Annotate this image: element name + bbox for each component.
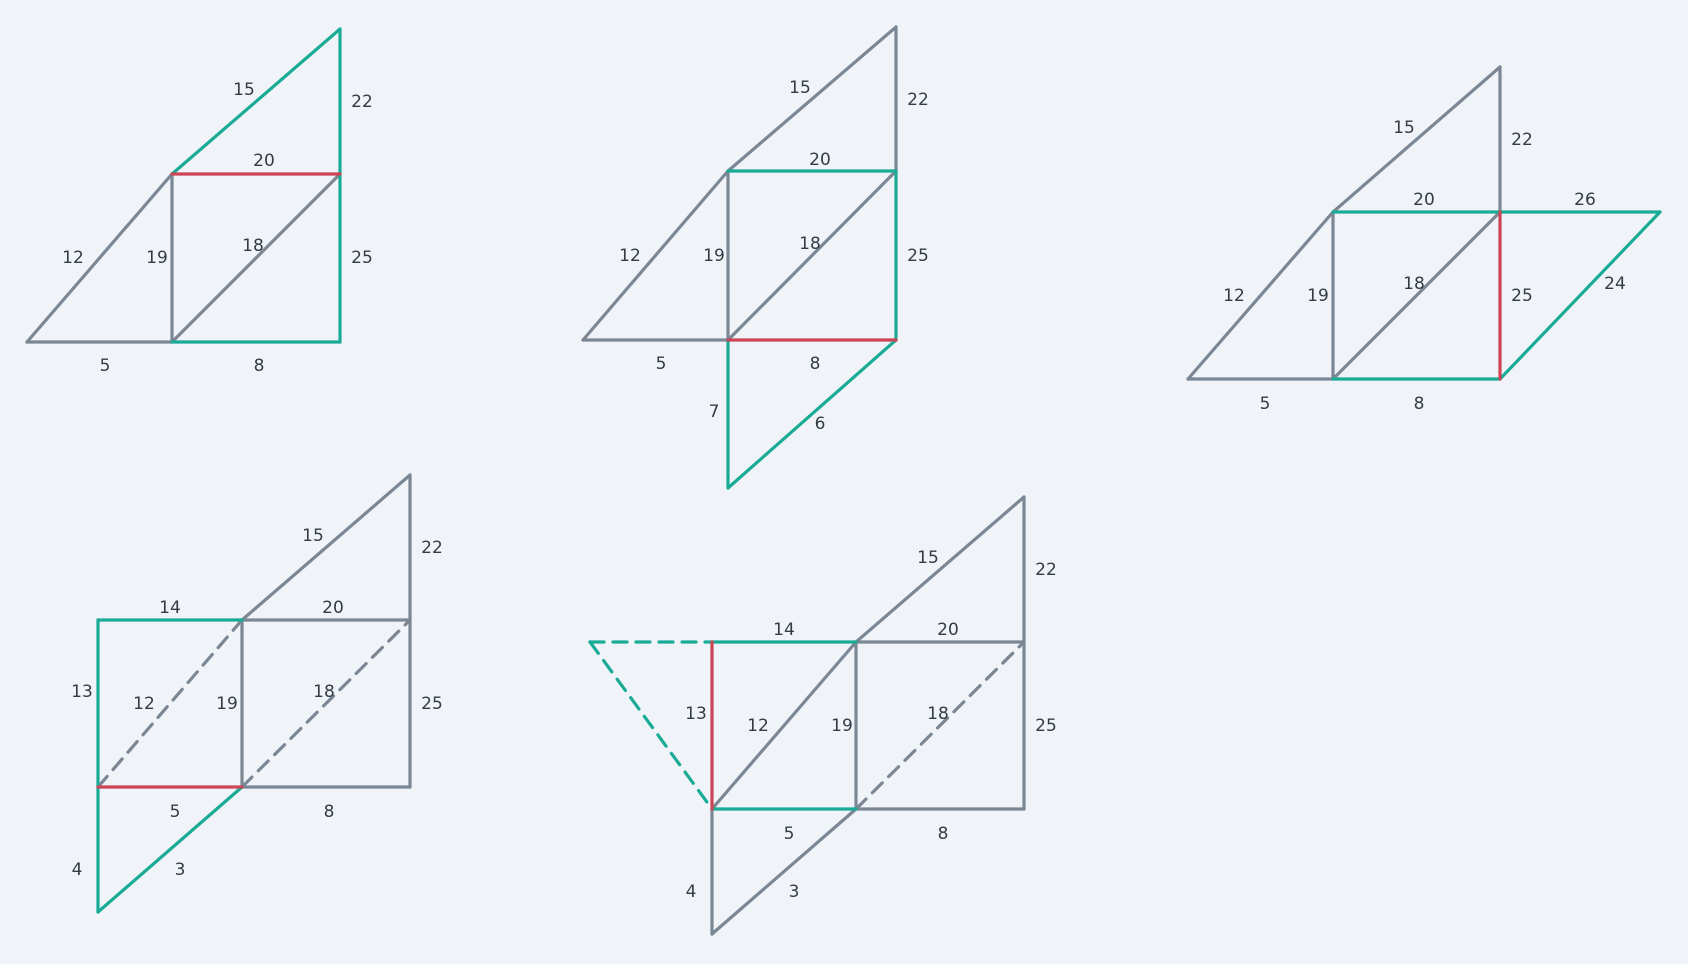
edge-label: 5 [100, 356, 111, 376]
edge-label: 25 [1511, 286, 1533, 306]
edge-label: 22 [1035, 560, 1057, 580]
edge-teal-unlabeled [588, 640, 714, 811]
edge-label: 22 [907, 90, 929, 110]
edge-label: 13 [71, 682, 93, 702]
edge-label: 22 [351, 92, 373, 112]
edge-label: 19 [146, 248, 168, 268]
edge-gray-12 [581, 169, 730, 342]
edge-gray-12 [96, 618, 244, 789]
diagram-5: 15 22 14 20 13 12 19 18 25 5 8 4 3 [588, 495, 1057, 936]
edge-label: 20 [253, 151, 275, 171]
edge-label: 12 [747, 716, 769, 736]
edge-label: 19 [1307, 286, 1329, 306]
diagram-1: 15 22 20 12 19 18 25 5 8 [25, 27, 373, 376]
edge-gray-12 [1186, 210, 1335, 381]
edge-teal-3 [96, 785, 244, 914]
edge-label: 25 [1035, 716, 1057, 736]
edge-label: 18 [927, 704, 949, 724]
edge-label: 20 [809, 150, 831, 170]
edge-label: 18 [313, 682, 335, 702]
edge-label: 5 [656, 354, 667, 374]
edge-label: 5 [170, 802, 181, 822]
edge-gray-18 [240, 618, 412, 789]
edge-label: 3 [175, 860, 186, 880]
edge-teal-24 [1498, 210, 1662, 381]
edge-label: 19 [216, 694, 238, 714]
edge-label: 20 [322, 598, 344, 618]
edge-label: 5 [1260, 394, 1271, 414]
edge-label: 26 [1574, 190, 1596, 210]
edge-label: 6 [815, 414, 826, 434]
edge-label: 12 [133, 694, 155, 714]
edge-label: 15 [302, 526, 324, 546]
edge-label: 4 [686, 882, 697, 902]
edge-label: 15 [1393, 118, 1415, 138]
edge-teal-15 [170, 27, 342, 176]
edge-gray-3 [710, 807, 858, 936]
edge-label: 7 [709, 402, 720, 422]
edge-label: 5 [784, 824, 795, 844]
edge-gray-12 [710, 640, 858, 811]
edge-gray-15 [726, 25, 898, 173]
edge-teal-6 [726, 338, 898, 490]
edge-label: 19 [703, 246, 725, 266]
edge-label: 15 [233, 80, 255, 100]
edge-label: 8 [938, 824, 949, 844]
edge-label: 20 [1413, 190, 1435, 210]
diagram-2: 15 22 20 12 19 18 25 5 8 7 6 [581, 25, 929, 490]
diagram-4: 15 22 14 20 13 12 19 18 25 5 8 4 3 [71, 473, 443, 914]
edge-label: 22 [421, 538, 443, 558]
edge-label: 3 [789, 882, 800, 902]
edge-gray-18 [1331, 210, 1502, 381]
edge-label: 4 [72, 860, 83, 880]
edge-gray-15 [240, 473, 412, 622]
edge-label: 25 [421, 694, 443, 714]
edge-label: 15 [789, 78, 811, 98]
edge-gray-18 [170, 172, 342, 344]
edge-label: 14 [159, 598, 181, 618]
edge-label: 18 [242, 236, 264, 256]
edge-label: 12 [62, 248, 84, 268]
edge-label: 15 [917, 548, 939, 568]
edge-label: 18 [799, 234, 821, 254]
edge-label: 20 [937, 620, 959, 640]
edge-gray-18 [854, 640, 1026, 811]
edge-gray-15 [1331, 65, 1502, 214]
edge-gray-18 [726, 169, 898, 342]
edge-label: 25 [907, 246, 929, 266]
diagram-3: 15 22 20 26 12 19 18 25 24 5 8 [1186, 65, 1662, 414]
edge-label: 12 [1223, 286, 1245, 306]
edge-label: 8 [324, 802, 335, 822]
edge-label: 8 [810, 354, 821, 374]
edge-label: 8 [254, 356, 265, 376]
edge-gray-12 [25, 172, 174, 344]
edge-label: 22 [1511, 130, 1533, 150]
edge-label: 18 [1403, 274, 1425, 294]
edge-label: 12 [619, 246, 641, 266]
edge-label: 19 [831, 716, 853, 736]
edge-label: 14 [773, 620, 795, 640]
edge-label: 25 [351, 248, 373, 268]
edge-label: 24 [1604, 274, 1626, 294]
edge-label: 13 [685, 704, 707, 724]
edge-label: 8 [1414, 394, 1425, 414]
edge-gray-15 [854, 495, 1026, 644]
